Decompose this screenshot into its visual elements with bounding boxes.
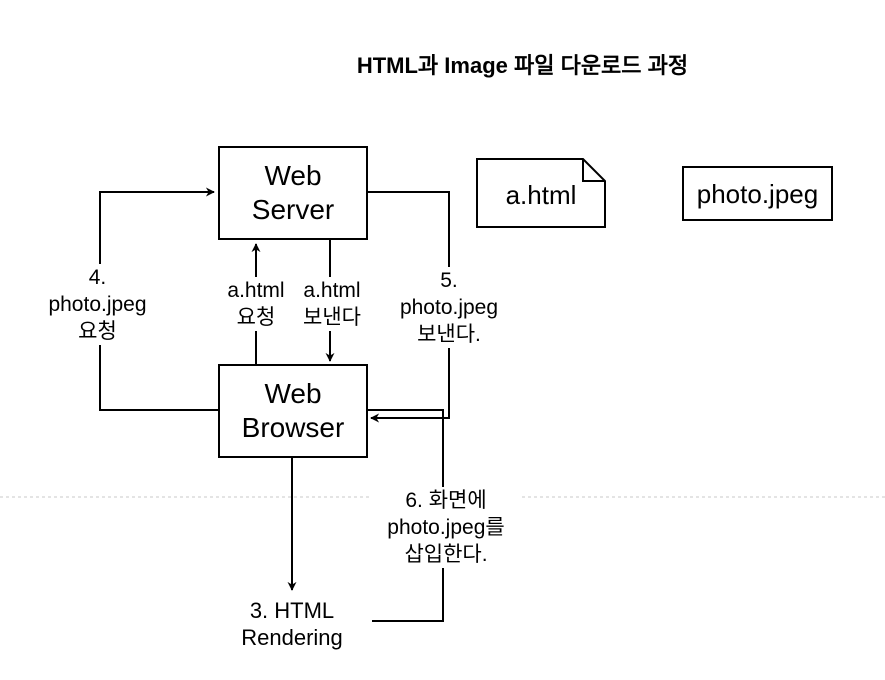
web-server-label-1: Web [264,160,322,191]
send-photo-label-1: 5. [440,269,458,292]
web-browser-box: Web Browser [218,364,368,458]
send-html-label-1: a.html [303,279,361,302]
request-html-label-2: 요청 [236,306,276,329]
request-photo-label-1: 4. [88,266,107,289]
request-photo-label-2: photo.jpeg [48,293,147,316]
a-html-file-shape [476,158,606,228]
file-fold-corner [582,159,605,182]
a-html-file-label: a.html [505,179,577,210]
rendering-label: 3. HTML Rendering [212,597,372,651]
insert-photo-label-3: 삽입한다. [404,543,488,566]
send-photo-label: 5. photo.jpeg 보낸다. [387,267,511,348]
web-browser-label-2: Browser [241,412,345,443]
insert-photo-label-1: 6. 화면에 [405,489,487,512]
photo-file-box: photo.jpeg [682,166,833,221]
send-photo-label-2: photo.jpeg [399,296,499,319]
request-html-label: a.html 요청 [219,277,293,331]
send-html-label: a.html 보낸다 [295,277,369,331]
rendering-label-2: Rendering [241,625,343,650]
insert-photo-label: 6. 화면에 photo.jpeg를 삽입한다. [372,487,520,568]
web-server-box: Web Server [218,146,368,240]
send-html-label-2: 보낸다 [303,306,361,329]
request-html-label-1: a.html [227,279,285,302]
insert-photo-label-2: photo.jpeg를 [387,516,505,539]
request-photo-label: 4. photo.jpeg 요청 [30,264,165,345]
web-browser-label-1: Web [264,378,322,409]
send-photo-label-3: 보낸다. [417,323,481,346]
request-photo-label-3: 요청 [78,320,117,343]
web-server-label-2: Server [251,194,335,225]
rendering-label-1: 3. HTML [249,598,335,623]
diagram-title: HTML과 Image 파일 다운로드 과정 [356,53,689,78]
